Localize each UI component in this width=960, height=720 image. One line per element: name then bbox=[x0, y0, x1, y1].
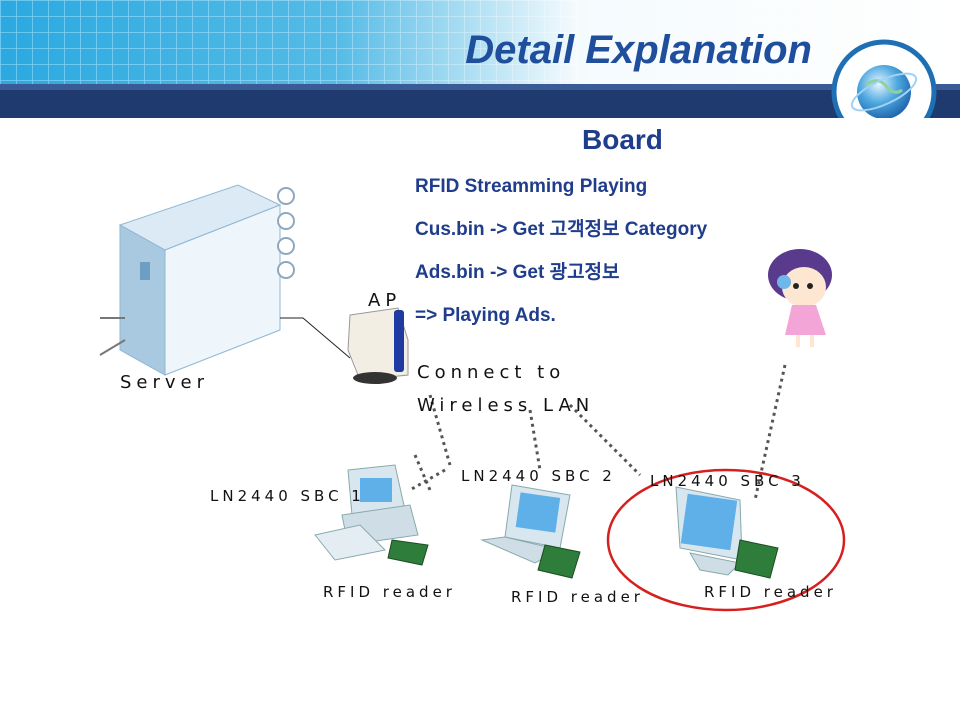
access-point-icon bbox=[347, 307, 409, 384]
bullet-item: Ads.bin -> Get 광고정보 bbox=[415, 262, 620, 283]
slide-header bbox=[0, 0, 960, 118]
monitor-icon bbox=[675, 486, 743, 576]
page-title: Detail Explanation bbox=[465, 28, 812, 72]
sbc2-label: LN2440 SBC 2 bbox=[461, 467, 616, 485]
desktop-computer-icon bbox=[314, 464, 419, 561]
bullet-item: Cus.bin -> Get 고객정보 Category bbox=[415, 219, 708, 240]
header-graphic bbox=[0, 0, 960, 118]
wireless-lan-label: Wireless LAN bbox=[417, 395, 595, 416]
reader2-label: RFID reader bbox=[511, 588, 644, 606]
sbc1-label: LN2440 SBC 1 bbox=[210, 487, 365, 505]
girl-character-icon bbox=[768, 249, 832, 347]
connect-label: Connect to bbox=[417, 362, 566, 383]
ap-label: AP bbox=[368, 290, 402, 311]
bullet-list: RFID Streamming Playing Cus.bin -> Get 고… bbox=[415, 174, 707, 346]
laptop-icon bbox=[480, 484, 571, 564]
server-label: Server bbox=[120, 372, 210, 393]
section-heading: Board bbox=[582, 124, 663, 155]
reader3-label: RFID reader bbox=[704, 583, 837, 601]
bullet-item: RFID Streamming Playing bbox=[415, 176, 648, 197]
sbc3-label: LN2440 SBC 3 bbox=[650, 472, 805, 490]
reader1-label: RFID reader bbox=[323, 583, 456, 601]
media-icons bbox=[277, 187, 295, 279]
rfid-board-icon bbox=[387, 539, 779, 579]
server-icon bbox=[99, 184, 282, 376]
bullet-item: => Playing Ads. bbox=[415, 305, 556, 326]
